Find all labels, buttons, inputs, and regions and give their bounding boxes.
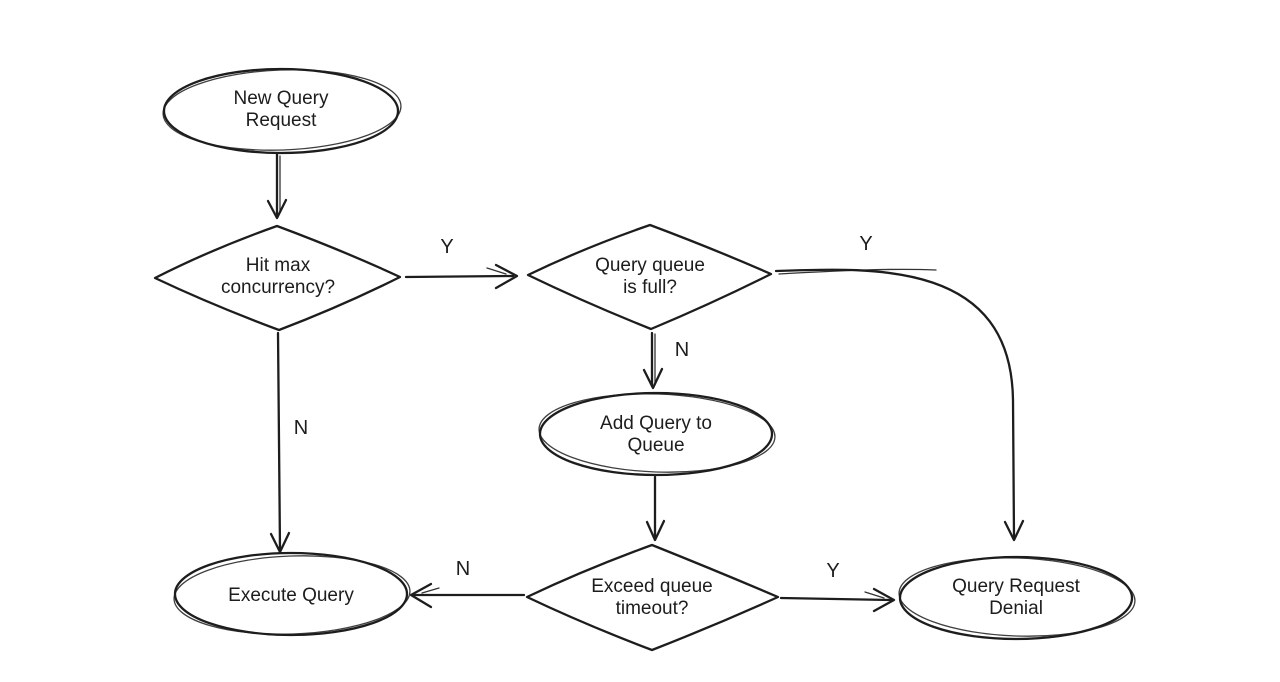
diamond-shape [525,543,780,652]
node-query-queue-is-full: Query queue is full? [526,223,773,331]
ellipse-shape-overdraw [898,557,1136,637]
node-add-query-to-queue: Add Query to Queue [538,391,776,477]
node-label-line: is full? [623,277,677,298]
edge-hit-max-concurrency-to-query-queue-is-full: Y [404,236,519,290]
node-execute-query: Execute Query [173,551,411,637]
node-query-request-denial: Query Request Denial [898,555,1136,641]
arrowhead-down [269,531,291,554]
arrowhead-down [642,367,664,390]
node-label-line: Execute Query [228,585,354,606]
diagram-root: Y N N Y [153,67,1136,652]
edge-label: N [456,558,470,580]
arrowhead-overdraw [486,267,507,275]
edge-line [276,331,282,552]
edge-exceed-queue-timeout-to-query-request-denial: Y [779,560,896,613]
edge-query-queue-is-full-to-query-request-denial: Y [774,233,1025,542]
ellipse-shape [162,67,400,155]
edge-label: Y [859,233,872,255]
edge-label: Y [440,236,453,258]
node-label-line: timeout? [616,598,689,619]
ellipse-shape-overdraw [162,69,402,151]
node-label-line: Hit max [246,255,311,276]
node-label-line: Queue [627,435,684,456]
edge-exceed-queue-timeout-to-execute-query: N [409,558,526,609]
arrowhead-down [266,198,288,220]
arrowhead-right [872,587,896,613]
ellipse-shape [538,391,774,477]
arrowhead-down [1003,519,1025,542]
arrowhead-down [645,519,666,542]
edge-label: N [294,417,308,439]
diamond-shape [526,223,773,331]
edge-hit-max-concurrency-to-execute-query: N [269,331,308,554]
edge-line [404,274,515,279]
edge-query-queue-is-full-to-add-query-to-queue: N [642,331,689,390]
edge-line [779,596,893,602]
node-label-line: Query Request [952,576,1081,597]
arrowhead-overdraw [421,587,440,594]
edge-label: N [675,339,689,361]
node-label-line: Denial [989,598,1043,619]
edge-curve [774,268,1016,540]
node-exceed-queue-timeout: Exceed queue timeout? [525,543,780,652]
edge-new-query-request-to-hit-max-concurrency [266,152,288,220]
node-label-line: Add Query to [600,413,712,434]
node-label-line: New Query [233,88,329,109]
ellipse-shape-overdraw [538,393,776,473]
arrowhead-right [494,263,519,290]
node-label-line: Request [246,110,317,131]
arrowhead-left [409,582,433,609]
node-label-line: Exceed queue [591,576,713,597]
arrowhead-overdraw [864,591,885,599]
node-new-query-request: New Query Request [162,67,402,155]
edge-line-overdraw [778,268,937,275]
ellipse-shape-overdraw [173,555,411,635]
edge-add-query-to-queue-to-exceed-queue-timeout [645,475,666,542]
node-label-line: concurrency? [221,277,335,298]
edge-label: Y [826,560,839,582]
node-hit-max-concurrency: Hit max concurrency? [153,224,402,332]
diamond-shape [153,224,402,332]
node-label-line: Query queue [595,255,705,276]
